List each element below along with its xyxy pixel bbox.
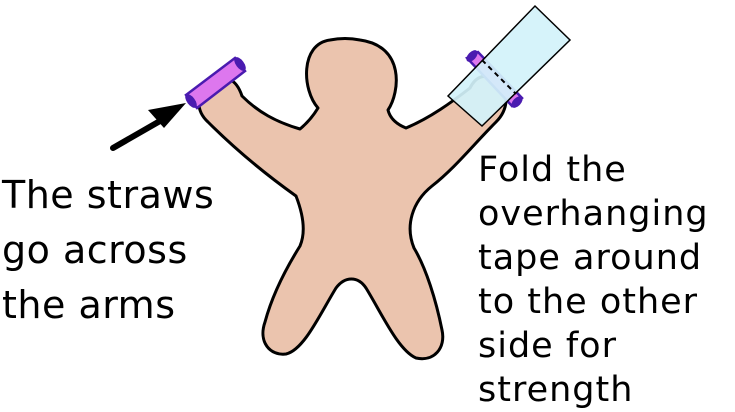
fold-line <box>481 59 517 95</box>
tape-annotation: Fold the overhanging tape around to the … <box>478 148 709 412</box>
straw-left <box>184 56 247 110</box>
straws-annotation: The straws go across the arms <box>2 168 214 333</box>
annotation-line: strength <box>478 370 634 410</box>
annotation-line: The straws <box>2 173 215 217</box>
annotation-line: the arms <box>2 283 176 327</box>
annotation-line: overhanging <box>478 194 709 234</box>
tape-strip <box>446 4 572 128</box>
annotation-line: Fold the <box>478 150 627 190</box>
annotation-line: to the other <box>478 282 699 322</box>
annotation-line: tape around <box>478 238 703 278</box>
arrow-icon <box>110 103 186 151</box>
annotation-line: go across <box>2 228 188 272</box>
diagram-canvas <box>110 4 572 361</box>
annotation-line: side for <box>478 326 617 366</box>
